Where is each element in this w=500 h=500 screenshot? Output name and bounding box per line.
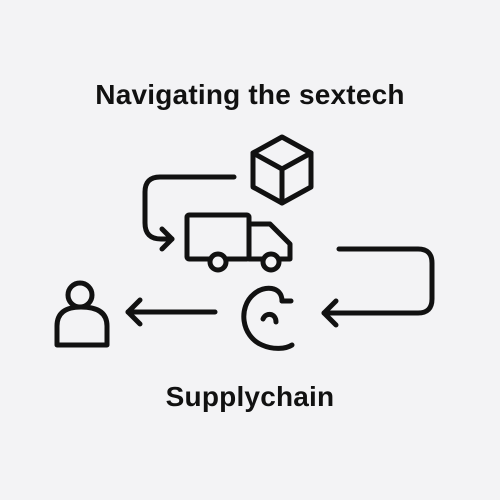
page-title: Navigating the sextech	[95, 79, 405, 110]
arrow-icon	[125, 297, 218, 327]
arrow-icon	[321, 246, 435, 328]
arrow-icon	[142, 174, 237, 252]
magnet-icon	[241, 285, 295, 351]
package-box-icon	[250, 134, 314, 206]
delivery-truck-icon	[184, 212, 293, 273]
page-subtitle: Supplychain	[165, 381, 335, 412]
person-icon	[54, 280, 110, 348]
